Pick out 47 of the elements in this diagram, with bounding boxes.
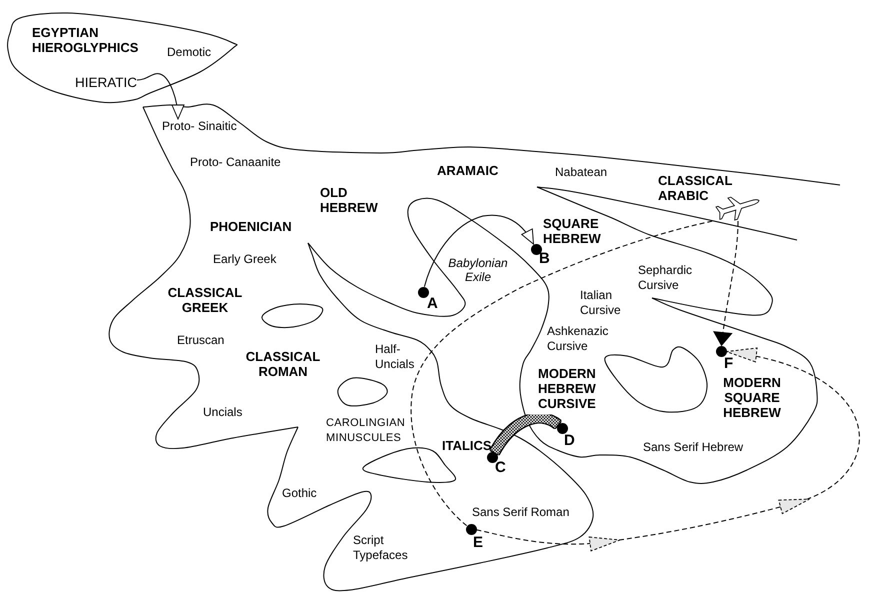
- map-label: Uncials: [203, 405, 242, 420]
- map-label: Demotic: [167, 45, 212, 60]
- map-label: HIERATIC: [75, 74, 138, 90]
- point-letter: B: [539, 251, 550, 266]
- map-label: Gothic: [282, 486, 317, 501]
- dashed-line: [410, 220, 714, 526]
- map-label: CLASSICAL GREEK: [166, 285, 244, 315]
- region-outline: [6, 10, 238, 106]
- map-label: Etruscan: [177, 333, 224, 348]
- map-label: CLASSICAL ROMAN: [244, 349, 322, 379]
- map-label: Script Typefaces: [353, 533, 409, 563]
- map-label: CLASSICAL ARABIC: [658, 173, 734, 203]
- arrow: [136, 73, 184, 120]
- map-label: Proto- Sinaitic: [162, 119, 237, 134]
- map-label: Nabatean: [555, 165, 608, 180]
- point-letter: F: [724, 356, 734, 371]
- map-label: MODERN HEBREW CURSIVE: [538, 366, 597, 411]
- map-label: Italian Cursive: [580, 288, 622, 318]
- dashed-arrow: [476, 348, 860, 552]
- map-label: Sans Serif Roman: [472, 505, 570, 520]
- map-label: Sans Serif Hebrew: [643, 440, 744, 455]
- dot-marker-icon: [716, 346, 726, 356]
- point-letter: E: [473, 535, 484, 550]
- region-label: EGYPTIAN HIEROGLYPHICS: [32, 25, 140, 56]
- map-label: Ashkenazic Cursive: [547, 324, 610, 354]
- dot-marker-icon: [466, 524, 476, 534]
- dashed-arrow: [714, 220, 738, 346]
- dot-marker-icon: [530, 244, 542, 254]
- map-label: SQUARE HEBREW: [543, 216, 602, 246]
- arrow: [424, 214, 534, 288]
- map-label: CAROLINGIAN MINUSCULES: [326, 416, 406, 446]
- dot-marker-icon: [486, 452, 498, 462]
- map-label: ITALICS: [442, 438, 492, 453]
- map-label: ARAMAIC: [437, 163, 498, 178]
- dot-marker-icon: [418, 286, 428, 298]
- dot-marker-icon: [556, 422, 568, 434]
- map-label: Half- Uncials: [375, 342, 416, 372]
- map-label: Babylonian Exile: [447, 256, 509, 284]
- map-label: Early Greek: [213, 252, 276, 267]
- point-letter: D: [564, 433, 575, 448]
- map-label: Sephardic Cursive: [638, 263, 694, 293]
- map-label: Proto- Canaanite: [190, 155, 281, 170]
- map-label: PHOENICIAN: [210, 219, 292, 234]
- point-letter: C: [495, 460, 506, 475]
- map-label: OLD HEBREW: [320, 185, 379, 215]
- map-label: MODERN SQUARE HEBREW: [722, 375, 782, 420]
- point-letter: A: [427, 296, 438, 311]
